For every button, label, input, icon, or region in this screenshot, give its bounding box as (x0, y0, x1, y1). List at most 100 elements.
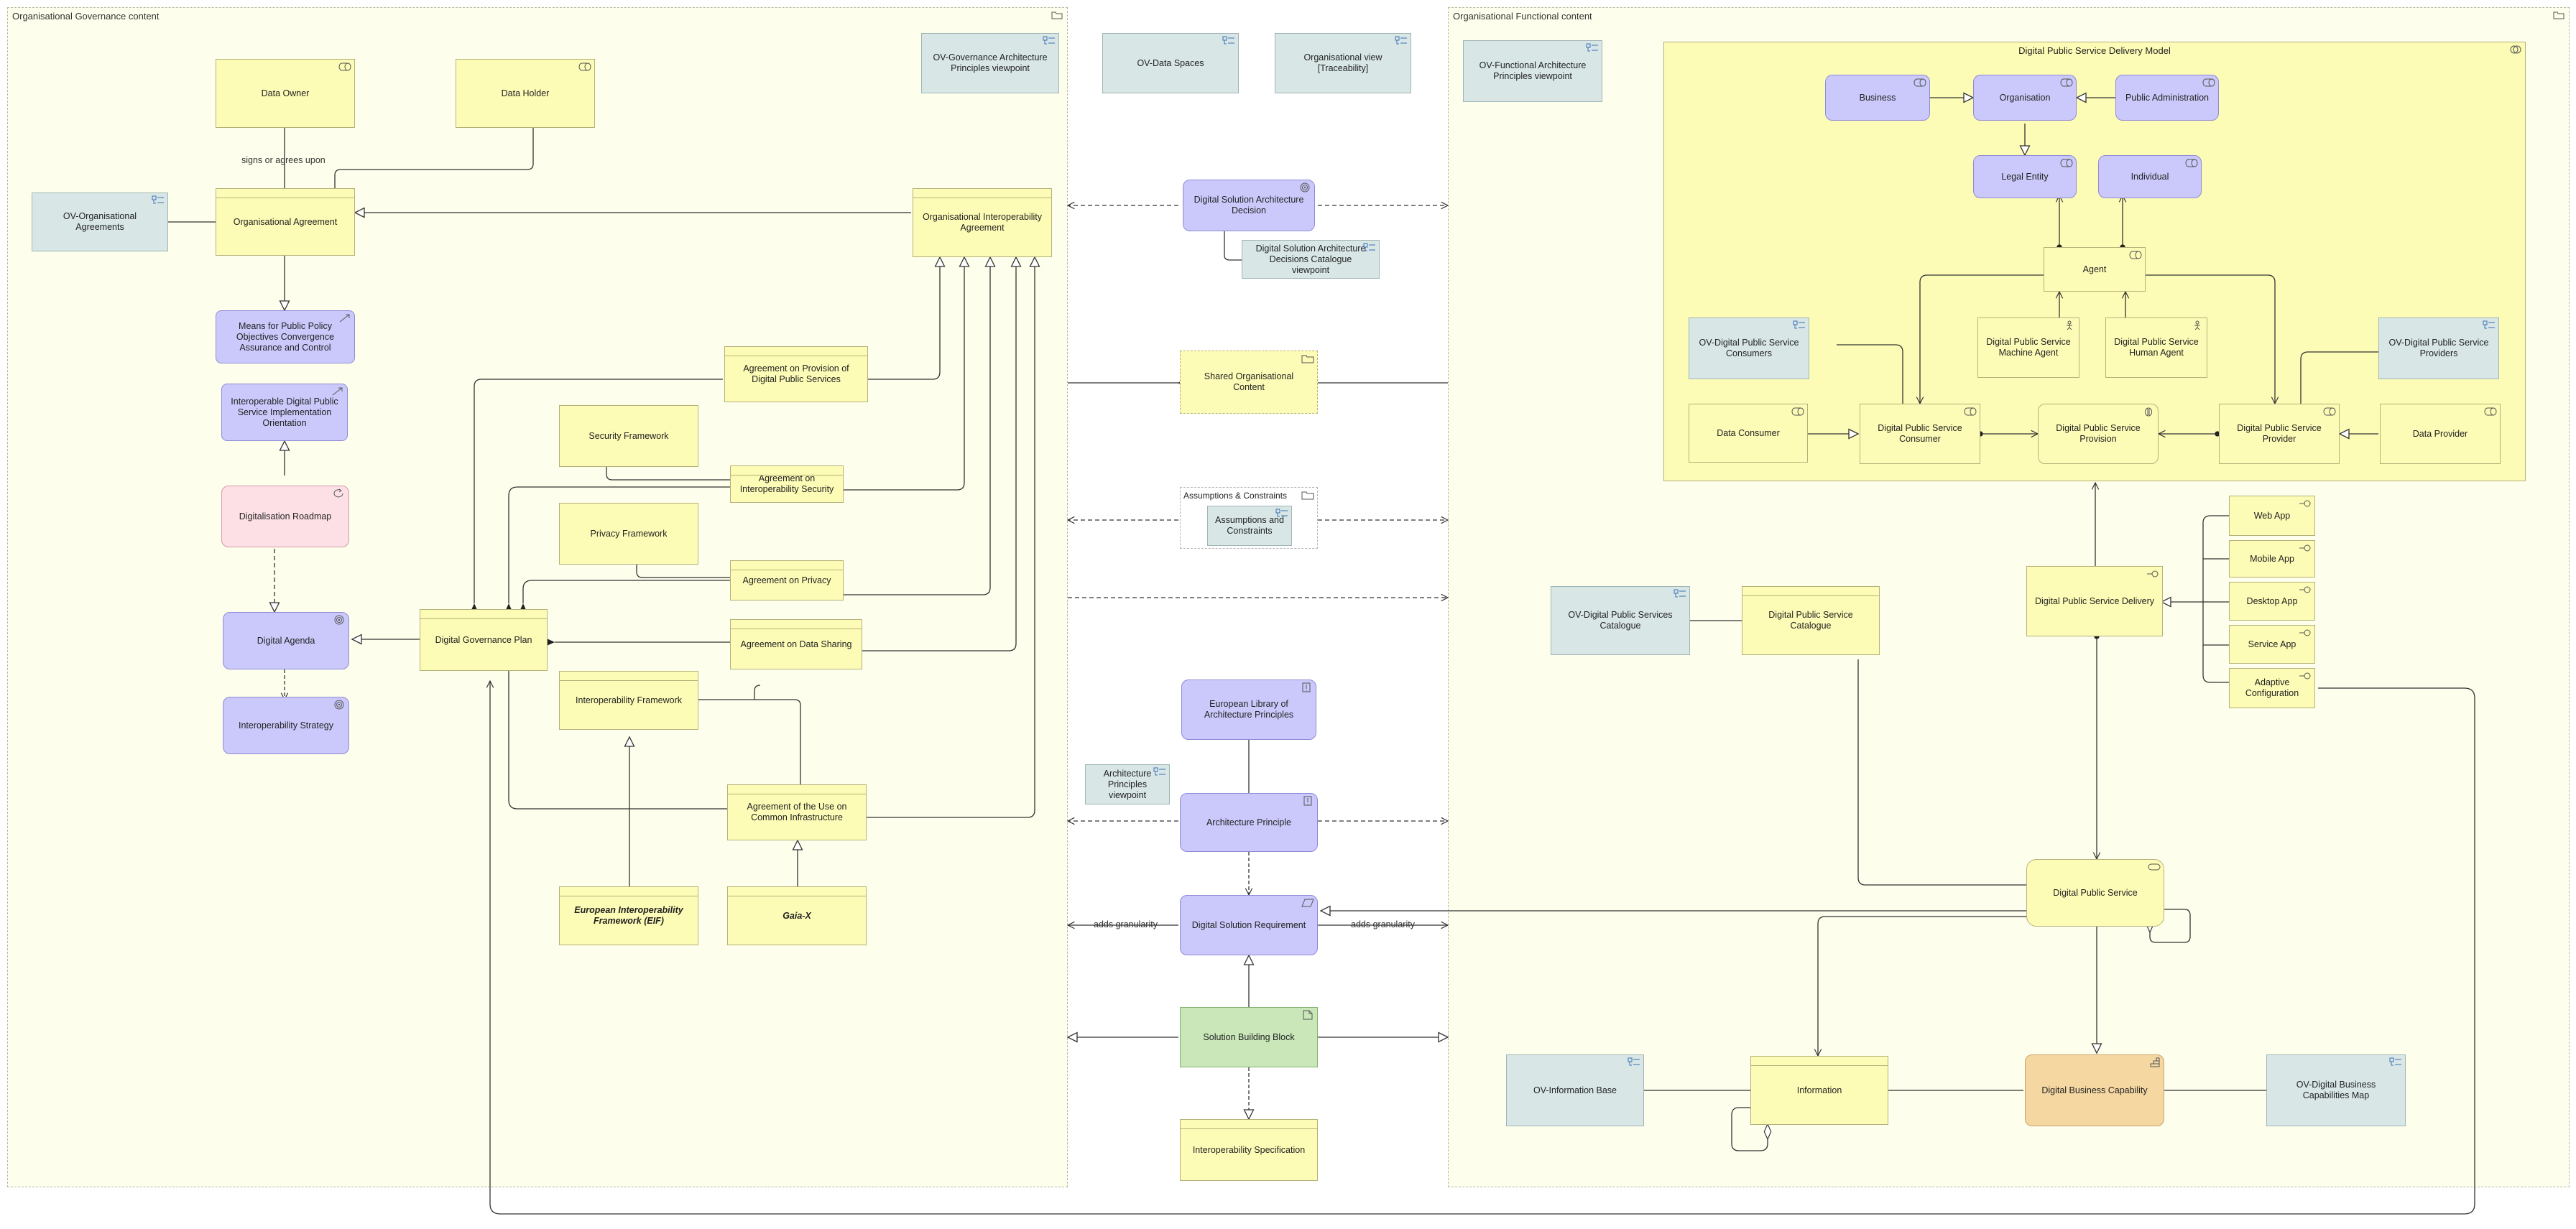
shared-content-group[interactable]: Shared Organisational Content (1180, 351, 1318, 414)
dps-provision-interaction[interactable]: Digital Public Service Provision (2038, 404, 2159, 464)
principle-icon (1302, 682, 1311, 692)
role-icon (1791, 407, 1804, 416)
arch-principles-view[interactable]: Architecture Principles viewpoint (1085, 764, 1170, 804)
agreement-security-contract[interactable]: Agreement on Interoperability Security (730, 465, 844, 503)
ov-gov-principles-view[interactable]: OV-Governance Architecture Principles vi… (921, 33, 1059, 93)
business-label: Business (1859, 92, 1896, 103)
interop-spec-object[interactable]: Interoperability Specification (1180, 1119, 1318, 1181)
interop-orientation-course[interactable]: Interoperable Digital Public Service Imp… (221, 384, 348, 441)
ov-org-agreements-label: OV-Organisational Agreements (63, 211, 137, 232)
data-owner-role[interactable]: Data Owner (216, 59, 355, 128)
ov-providers-view[interactable]: OV-Digital Public Service Providers (2378, 317, 2499, 379)
agreement-provision-label: Agreement on Provision of Digital Public… (743, 363, 849, 384)
org-agreement-contract[interactable]: Organisational Agreement (216, 188, 355, 256)
eif-object[interactable]: European Interoperability Framework (EIF… (559, 886, 698, 945)
web-app-label: Web App (2253, 510, 2291, 521)
dsa-decisions-catalogue-view[interactable]: Digital Solution Architecture Decisions … (1242, 240, 1380, 279)
machine-agent-actor[interactable]: Digital Public Service Machine Agent (1977, 317, 2079, 378)
actor-icon (2067, 320, 2072, 330)
assumptions-group[interactable]: Assumptions & Constraints (1180, 487, 1318, 549)
information-object[interactable]: Information (1750, 1056, 1888, 1125)
service-app-interface[interactable]: Service App (2229, 625, 2315, 664)
dps-consumer-role[interactable]: Digital Public Service Consumer (1860, 404, 1980, 464)
deliverable-icon (1303, 1010, 1313, 1020)
business-actor[interactable]: Business (1825, 75, 1930, 121)
data-provider-role[interactable]: Data Provider (2380, 404, 2501, 464)
security-framework-label: Security Framework (588, 430, 669, 441)
desktop-app-label: Desktop App (2246, 595, 2298, 606)
ov-data-spaces-view[interactable]: OV-Data Spaces (1102, 33, 1239, 93)
role-icon (2060, 159, 2073, 167)
interop-framework-object[interactable]: Interoperability Framework (559, 671, 698, 730)
role-icon (2060, 78, 2073, 87)
agreement-privacy-contract[interactable]: Agreement on Privacy (730, 560, 844, 600)
agreement-common-infra-contract[interactable]: Agreement of the Use on Common Infrastru… (727, 784, 867, 840)
means-policy-label: Means for Public Policy Objectives Conve… (236, 320, 335, 353)
assumptions-view-label: Assumptions and Constraints (1215, 515, 1284, 536)
ov-org-agreements-view[interactable]: OV-Organisational Agreements (32, 193, 168, 251)
dps-provider-role[interactable]: Digital Public Service Provider (2219, 404, 2340, 464)
dps-catalogue-product[interactable]: Digital Public Service Catalogue (1742, 586, 1880, 655)
human-agent-actor[interactable]: Digital Public Service Human Agent (2105, 317, 2207, 378)
ov-catalogue-label: OV-Digital Public Services Catalogue (1568, 610, 1673, 631)
privacy-framework-object[interactable]: Privacy Framework (559, 503, 698, 565)
principle-icon (1303, 796, 1312, 806)
agreement-data-sharing-contract[interactable]: Agreement on Data Sharing (730, 619, 862, 669)
privacy-framework-label: Privacy Framework (590, 528, 668, 539)
arch-principle[interactable]: Architecture Principle (1180, 793, 1318, 852)
interaction-icon (2144, 407, 2153, 417)
shared-content-label: Shared Organisational Content (1204, 371, 1294, 392)
viewpoint-icon (2389, 1057, 2401, 1066)
gov-plan-contract[interactable]: Digital Governance Plan (420, 609, 548, 671)
ov-catalogue-view[interactable]: OV-Digital Public Services Catalogue (1551, 586, 1690, 655)
dsr-requirement[interactable]: Digital Solution Requirement (1180, 895, 1318, 955)
ov-consumers-view[interactable]: OV-Digital Public Service Consumers (1689, 317, 1809, 379)
ov-func-principles-view[interactable]: OV-Functional Architecture Principles vi… (1463, 40, 1602, 102)
data-holder-role[interactable]: Data Holder (456, 59, 595, 128)
ov-info-base-view[interactable]: OV-Information Base (1506, 1054, 1644, 1126)
role-icon (2323, 407, 2336, 416)
dps-service[interactable]: Digital Public Service (2026, 859, 2164, 927)
digital-agenda-goal[interactable]: Digital Agenda (223, 612, 349, 669)
gaia-x-object[interactable]: Gaia-X (727, 886, 867, 945)
mobile-app-interface[interactable]: Mobile App (2229, 540, 2315, 578)
ov-info-base-label: OV-Information Base (1533, 1085, 1617, 1095)
interop-strategy-goal[interactable]: Interoperability Strategy (223, 697, 349, 754)
dsa-decision-goal[interactable]: Digital Solution Architecture Decision (1183, 180, 1315, 231)
digitalisation-roadmap-workpackage[interactable]: Digitalisation Roadmap (221, 486, 349, 547)
security-framework-object[interactable]: Security Framework (559, 405, 698, 467)
folder-icon (1301, 355, 1314, 363)
organisation-actor[interactable]: Organisation (1973, 75, 2077, 121)
individual-actor[interactable]: Individual (2098, 155, 2202, 198)
interop-strategy-label: Interoperability Strategy (238, 720, 333, 731)
interop-framework-label: Interoperability Framework (576, 695, 682, 705)
dbc-capability[interactable]: Digital Business Capability (2025, 1054, 2164, 1126)
goal-icon (334, 615, 344, 625)
dsr-label: Digital Solution Requirement (1191, 919, 1306, 930)
dps-delivery-interface[interactable]: Digital Public Service Delivery (2026, 566, 2163, 636)
data-owner-label: Data Owner (261, 88, 310, 98)
capability-icon (2150, 1057, 2160, 1067)
org-view-traceability-view[interactable]: Organisational view [Traceability] (1275, 33, 1411, 93)
web-app-interface[interactable]: Web App (2229, 496, 2315, 536)
desktop-app-interface[interactable]: Desktop App (2229, 582, 2315, 621)
legal-entity-actor[interactable]: Legal Entity (1973, 155, 2077, 198)
org-agreement-label: Organisational Agreement (233, 216, 338, 227)
agreement-provision-contract[interactable]: Agreement on Provision of Digital Public… (724, 346, 868, 402)
org-interop-agreement-contract[interactable]: Organisational Interoperability Agreemen… (913, 188, 1052, 257)
elap-principle[interactable]: European Library of Architecture Princip… (1181, 680, 1316, 740)
sbb-deliverable[interactable]: Solution Building Block (1180, 1007, 1318, 1067)
public-admin-actor[interactable]: Public Administration (2115, 75, 2219, 121)
agent-role[interactable]: Agent (2044, 247, 2146, 292)
data-consumer-label: Data Consumer (1717, 427, 1780, 438)
data-consumer-role[interactable]: Data Consumer (1689, 404, 1808, 463)
collaboration-icon (2510, 45, 2521, 54)
interface-icon (2299, 544, 2311, 552)
ov-dbc-map-view[interactable]: OV-Digital Business Capabilities Map (2266, 1054, 2406, 1126)
viewpoint-icon (1628, 1057, 1640, 1066)
means-policy-course[interactable]: Means for Public Policy Objectives Conve… (216, 310, 355, 363)
assumptions-view[interactable]: Assumptions and Constraints (1207, 506, 1292, 546)
adaptive-config-interface[interactable]: Adaptive Configuration (2229, 668, 2315, 708)
adds-granularity-left: adds granularity (1094, 919, 1158, 929)
interop-spec-label: Interoperability Specification (1192, 1144, 1306, 1155)
